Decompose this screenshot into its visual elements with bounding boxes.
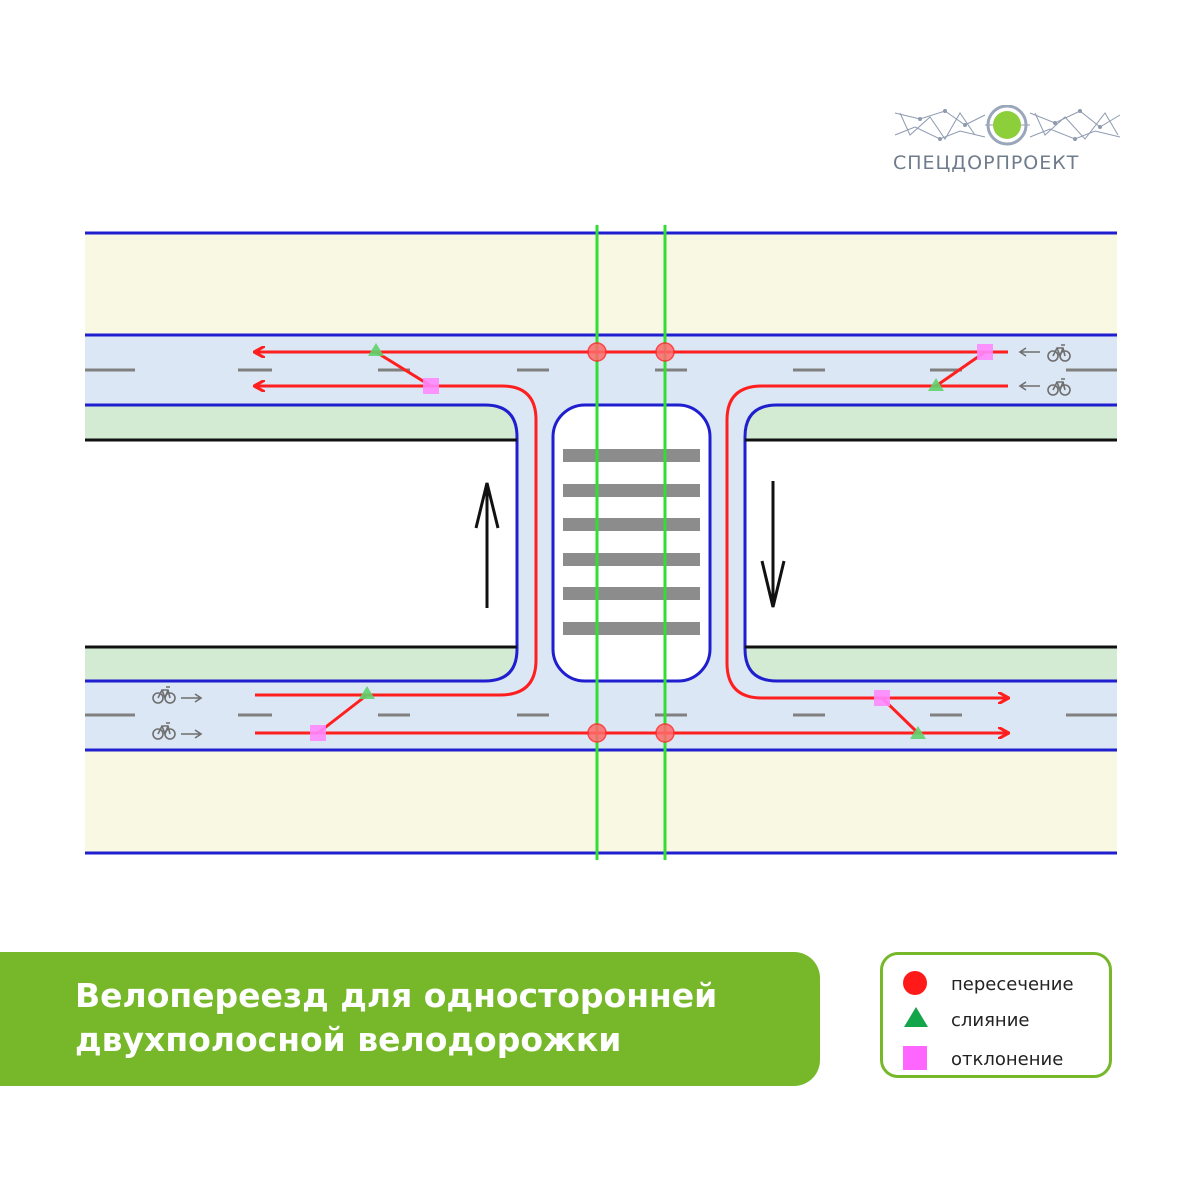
arrow-right-icon — [181, 693, 203, 703]
bottom-green-strip-left — [85, 647, 517, 681]
crosswalk-stripe — [563, 518, 700, 531]
crosswalk-stripe — [563, 553, 700, 566]
intersection-marker — [655, 342, 675, 362]
legend-label: слияние — [951, 1009, 1030, 1031]
bottom-sidewalk — [85, 750, 1117, 853]
bicycle-signs — [152, 344, 1071, 740]
crosswalk-stripe — [563, 587, 700, 600]
merge-marker — [359, 686, 375, 699]
crosswalk-island — [551, 403, 712, 683]
page-title: Велопереезд для односторонней двухполосн… — [75, 974, 795, 1062]
red-circle-icon — [903, 971, 929, 997]
bicycle-icon — [152, 722, 176, 740]
bottom-green-strip-right — [745, 647, 1117, 681]
arrow-down-icon — [760, 481, 786, 608]
crosswalk-stripe — [563, 449, 700, 462]
traffic-direction-arrows — [474, 481, 786, 608]
merge-marker — [910, 726, 926, 739]
diverge-marker — [874, 690, 890, 706]
bicycle-icon — [152, 686, 176, 704]
green-triangle-icon — [903, 1007, 929, 1033]
merge-marker — [928, 378, 944, 391]
title-banner — [0, 952, 820, 1086]
legend-label: отклонение — [951, 1048, 1064, 1070]
intersection-marker — [587, 342, 607, 362]
arrow-right-icon — [181, 729, 203, 739]
top-left-lane-inner-border — [85, 403, 519, 683]
merge-markers — [359, 343, 944, 739]
legend-item-merge: слияние — [903, 1005, 1029, 1035]
crosswalk-stripe — [563, 622, 700, 635]
legend-item-diverge: отклонение — [903, 1044, 1063, 1074]
path-top-to-bottom-right — [725, 384, 1008, 698]
crosswalk-stripe — [563, 484, 700, 497]
pink-square-icon — [903, 1046, 929, 1072]
bicycle-icon — [1047, 344, 1071, 362]
path-bottom-left-shift — [317, 693, 368, 735]
lane-borders — [85, 231, 1117, 855]
arrow-left-icon — [1018, 381, 1040, 391]
top-green-strip-left — [85, 405, 517, 440]
path-top-shift — [935, 350, 986, 388]
path-top-left-shift — [375, 350, 432, 388]
path-bottom-left-turn — [255, 659, 538, 697]
top-right-lane-inner-border — [743, 403, 1117, 683]
intersection-marker — [655, 723, 675, 743]
top-green-strip-right — [745, 405, 1117, 440]
diverge-marker — [977, 344, 993, 360]
top-sidewalk — [85, 233, 1117, 335]
diverge-marker — [423, 378, 439, 394]
diverge-marker — [310, 725, 326, 741]
legend-label: пересечение — [951, 973, 1074, 995]
intersection-marker — [587, 723, 607, 743]
bike-crossing-diagram — [85, 225, 1117, 860]
company-name: СПЕЦДОРПРОЕКТ — [893, 152, 1080, 174]
arrow-left-icon — [1018, 347, 1040, 357]
legend: пересечение слияние отклонение — [880, 952, 1112, 1078]
bicycle-icon — [1047, 378, 1071, 396]
title-line-1: Велопереезд для односторонней — [75, 976, 718, 1015]
company-logo — [890, 104, 1125, 185]
legend-item-intersection: пересечение — [903, 969, 1074, 999]
road-edges — [85, 438, 1117, 649]
dashed-lane-markings — [85, 368, 1117, 717]
arrow-up-icon — [474, 482, 500, 608]
diverge-markers — [310, 344, 993, 741]
path-top-left-turn — [255, 386, 538, 660]
circuit-network-logo-icon — [894, 104, 1121, 146]
intersection-markers — [587, 342, 675, 743]
crossing-lines — [595, 225, 667, 860]
title-line-2: двухполосной велодорожки — [75, 1020, 622, 1059]
merge-marker — [368, 343, 384, 356]
